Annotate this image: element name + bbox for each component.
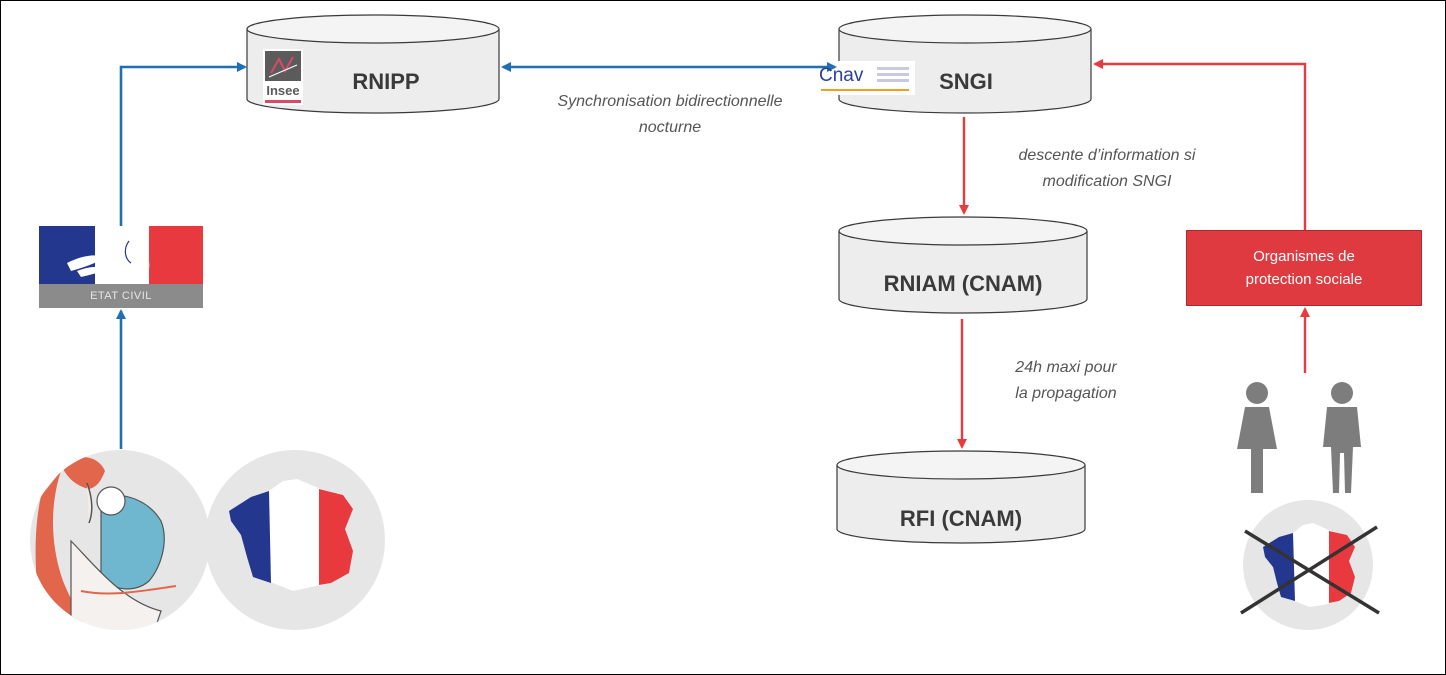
node-label-rniam: RNIAM (CNAM)	[883, 271, 1043, 296]
note-sync: Synchronisation bidirectionnelle nocturn…	[505, 89, 835, 141]
note-descente-line1: descente d’information si	[1018, 147, 1196, 164]
note-descente-line2: modification SNGI	[1042, 173, 1172, 190]
note-sync-line1: Synchronisation bidirectionnelle	[557, 93, 783, 110]
node-label-rnipp: RNIPP	[352, 69, 420, 94]
node-label-sngi: SNGI	[939, 69, 993, 94]
insee-logo	[263, 49, 303, 105]
arrow-etatcivil-to-rnipp	[119, 62, 247, 226]
insee-logo-text: Insee	[266, 83, 300, 98]
note-propagation: 24h maxi pour la propagation	[991, 355, 1141, 407]
cylinder-rniam	[838, 216, 1088, 314]
organismes-line1: Organismes de	[1253, 248, 1355, 265]
node-label-rfi: RFI (CNAM)	[899, 506, 1023, 531]
cylinder-rfi	[836, 450, 1086, 544]
cnav-logo-text: Cnav	[819, 65, 864, 86]
cylinder-rnipp	[246, 14, 500, 114]
organismes-line2: protection sociale	[1245, 271, 1363, 288]
note-propagation-line2: la propagation	[1015, 385, 1117, 402]
crossed-france-map-icon	[1240, 500, 1380, 630]
france-map-icon	[205, 450, 385, 630]
organismes-protection-sociale-box: Organismes de protection sociale	[1186, 230, 1422, 306]
note-descente: descente d’information si modification S…	[977, 143, 1237, 195]
note-sync-line2: nocturne	[638, 119, 702, 136]
people-icon	[1237, 382, 1361, 493]
marianne-logo	[39, 226, 203, 308]
etat-civil-label: ETAT CIVIL	[90, 290, 152, 302]
note-propagation-line1: 24h maxi pour	[1015, 359, 1117, 376]
mother-with-baby-illustration	[30, 450, 210, 630]
arrow-organismes-to-sngi	[1093, 59, 1307, 230]
